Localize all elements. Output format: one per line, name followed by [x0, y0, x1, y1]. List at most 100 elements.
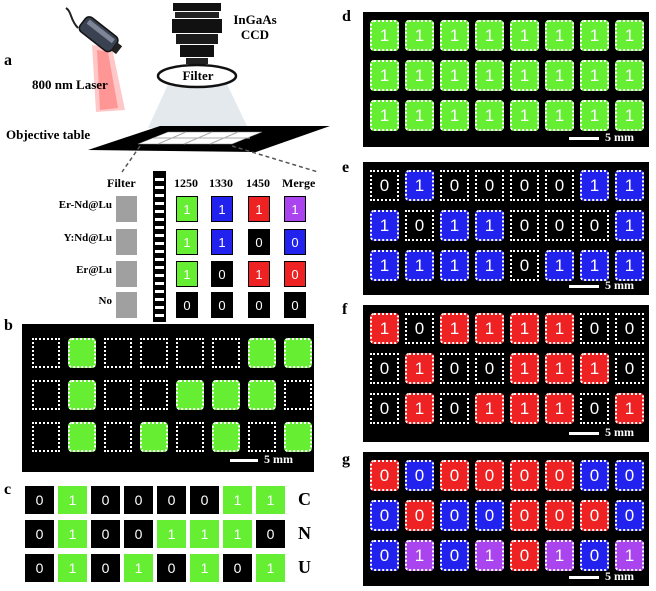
- encoded-cell: 1: [405, 250, 434, 281]
- table-cell: 0: [248, 229, 270, 255]
- panel-d-label: d: [342, 8, 351, 25]
- code-cell: 0: [124, 520, 153, 548]
- encoded-cell: 1: [615, 210, 644, 241]
- encoded-cell: 1: [545, 60, 574, 91]
- encoded-cell: 1: [510, 60, 539, 91]
- channel-header-1330: 1330: [209, 176, 233, 190]
- encoded-cell: 1: [405, 393, 434, 424]
- encoded-cell: 0: [440, 170, 469, 201]
- camera-label-line2: CCD: [240, 27, 270, 42]
- channel-header-merge: Merge: [282, 176, 316, 190]
- scale-bar: [569, 576, 599, 579]
- code-cell: 1: [124, 554, 153, 582]
- encoded-cell: 0: [580, 500, 609, 531]
- camera-icon: [172, 3, 222, 64]
- code-cell: 1: [58, 520, 87, 548]
- encoded-cell: 1: [545, 100, 574, 131]
- encoded-cell: 1: [545, 20, 574, 51]
- code-cell: 0: [25, 486, 54, 514]
- code-cell: 1: [58, 554, 87, 582]
- encoded-cell: 0: [580, 393, 609, 424]
- code-cell: 1: [157, 520, 186, 548]
- encoded-cell: 1: [510, 100, 539, 131]
- encoded-cell: 0: [440, 460, 469, 491]
- encoded-cell: 1: [440, 20, 469, 51]
- encoded-cell: 1: [545, 393, 574, 424]
- photo-cell: [284, 338, 312, 368]
- encoded-cell: 1: [615, 100, 644, 131]
- encoded-cell: 0: [475, 460, 504, 491]
- photo-cell: [68, 380, 96, 410]
- encoded-cell: 0: [440, 500, 469, 531]
- scale-label: 5 mm: [605, 425, 634, 439]
- camera-label-line1: InGaAs: [233, 12, 277, 27]
- row-label: Y:Nd@Lu: [63, 232, 112, 244]
- panel-b-label: b: [4, 317, 13, 334]
- encoded-cell: 0: [615, 460, 644, 491]
- photo-cell: [32, 380, 60, 410]
- encoded-cell: 1: [615, 170, 644, 201]
- encoded-cell: 0: [475, 500, 504, 531]
- filter-swatch: [116, 229, 137, 255]
- encoded-cell: 1: [615, 60, 644, 91]
- photo-cell: [176, 338, 204, 368]
- encoded-cell: 0: [370, 170, 399, 201]
- encoded-cell: 0: [370, 540, 399, 571]
- encoded-cell: 1: [580, 100, 609, 131]
- encoded-cell: 1: [580, 20, 609, 51]
- encoded-cell: 0: [370, 500, 399, 531]
- table-cell: 0: [284, 229, 306, 255]
- scale-label: 5 mm: [605, 278, 634, 292]
- encoded-cell: 1: [545, 540, 574, 571]
- row-label: No: [98, 295, 112, 307]
- code-cell: 0: [25, 554, 54, 582]
- encoded-cell: 1: [545, 250, 574, 281]
- photo-cell: [212, 338, 240, 368]
- encoded-cell: 0: [510, 170, 539, 201]
- code-cell: 0: [190, 486, 219, 514]
- encoded-cell: 0: [510, 540, 539, 571]
- encoded-cell: 1: [405, 353, 434, 384]
- encoded-cell: 1: [405, 60, 434, 91]
- stage-label: Objective table: [6, 127, 91, 142]
- encoded-cell: 0: [440, 393, 469, 424]
- filter-label: Filter: [182, 68, 214, 83]
- code-cell: 1: [58, 486, 87, 514]
- photo-cell: [104, 380, 132, 410]
- encoded-cell: 1: [370, 100, 399, 131]
- table-cell: 0: [284, 292, 306, 318]
- table-cell: 1: [211, 196, 233, 222]
- filter-header: Filter: [107, 176, 136, 190]
- photo-cell: [284, 380, 312, 410]
- setup-illustration: [65, 3, 330, 173]
- code-cell: 0: [91, 486, 120, 514]
- scale-label: 5 mm: [605, 569, 634, 583]
- encoded-cell: 1: [405, 100, 434, 131]
- encoded-cell: 0: [405, 313, 434, 344]
- table-cell: 0: [284, 261, 306, 287]
- encoded-cell: 0: [475, 353, 504, 384]
- table-cell: 1: [211, 229, 233, 255]
- encoded-cell: 1: [580, 60, 609, 91]
- table-cell: 0: [211, 261, 233, 287]
- encoded-cell: 0: [510, 210, 539, 241]
- encoded-cell: 0: [440, 540, 469, 571]
- row-label: Er@Lu: [76, 264, 112, 276]
- photo-cell: [104, 338, 132, 368]
- encoded-cell: 0: [510, 250, 539, 281]
- table-cell: 1: [176, 229, 198, 255]
- encoded-cell: 0: [615, 353, 644, 384]
- encoded-cell: 1: [580, 353, 609, 384]
- table-cell: 0: [211, 292, 233, 318]
- scale-label: 5 mm: [605, 130, 634, 144]
- photo-cell: [212, 422, 240, 452]
- channel-header-1250: 1250: [174, 176, 198, 190]
- letter-label: N: [298, 523, 311, 543]
- photo-cell: [248, 380, 276, 410]
- letter-label: U: [298, 557, 311, 577]
- encoded-cell: 0: [440, 353, 469, 384]
- code-cell: 1: [256, 554, 285, 582]
- encoded-cell: 0: [545, 460, 574, 491]
- table-cell: 1: [248, 196, 270, 222]
